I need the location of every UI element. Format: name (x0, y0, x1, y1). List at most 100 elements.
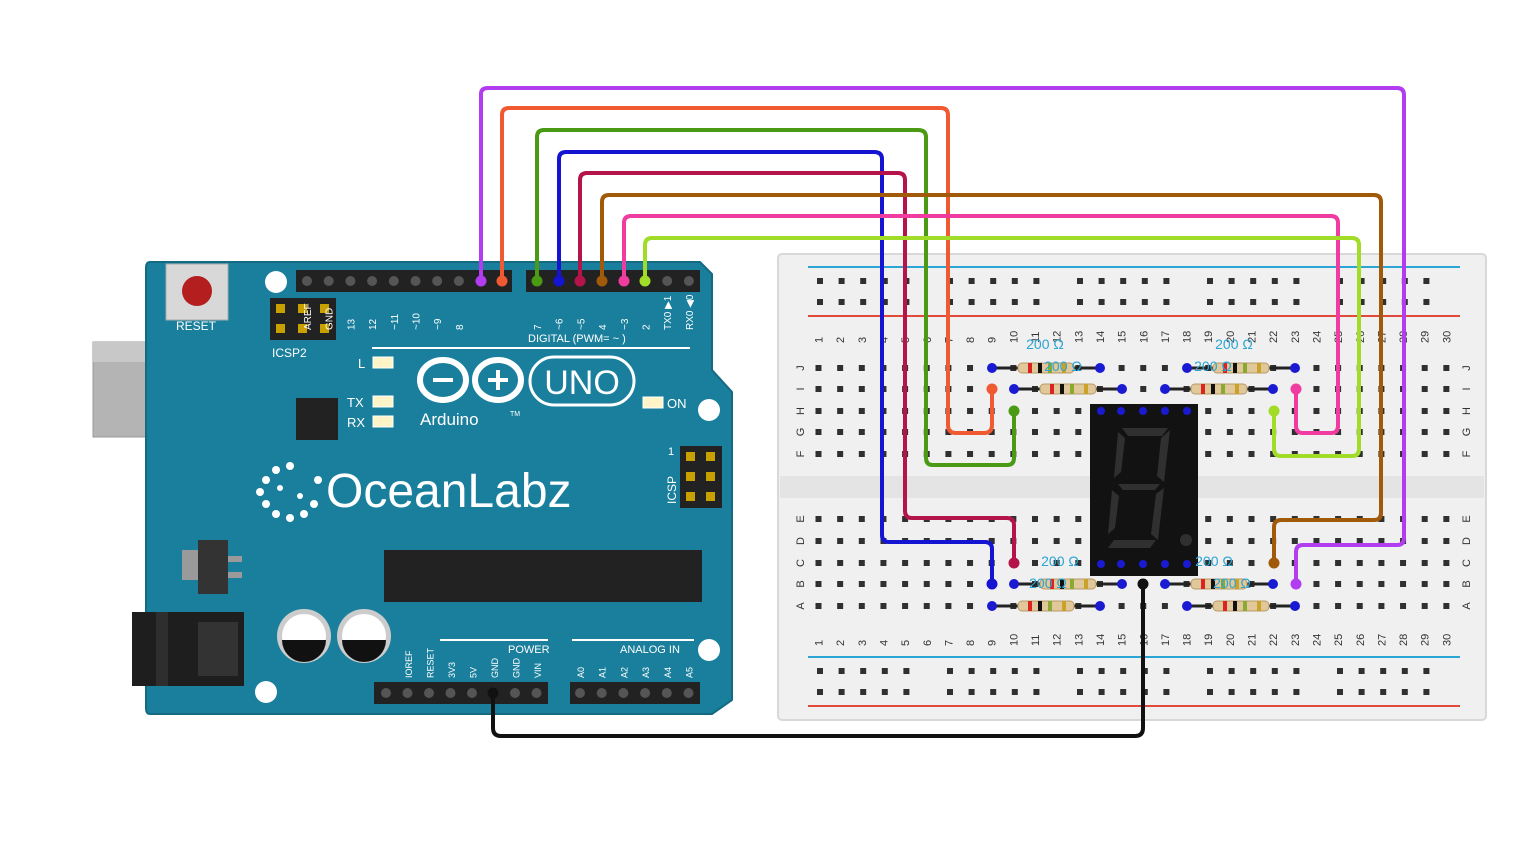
column-label: 28 (1398, 634, 1410, 646)
digital-pin[interactable] (302, 276, 312, 286)
small-chip (296, 398, 338, 440)
wire-crimson[interactable] (578, 171, 1016, 565)
column-label: 18 (1182, 331, 1194, 343)
analog-pin[interactable] (575, 688, 585, 698)
row-label: A (1461, 602, 1473, 610)
mount-hole (698, 399, 720, 421)
column-label: 10 (1008, 331, 1020, 343)
digital-pin[interactable] (410, 276, 421, 286)
power-pin[interactable] (381, 688, 391, 698)
column-label: 9 (987, 640, 999, 646)
digital-pin[interactable] (388, 276, 399, 286)
analog-pin[interactable] (618, 688, 629, 698)
seven-segment-display (1090, 404, 1198, 576)
digital-pin[interactable] (453, 276, 464, 286)
wire-endpoint (496, 275, 508, 287)
wire-endpoint (553, 275, 565, 287)
column-label: 1 (814, 640, 826, 646)
column-label: 15 (1117, 331, 1129, 343)
power-pin-label: IOREF (404, 650, 414, 678)
analog-pin-label: A1 (598, 667, 608, 678)
led-l-label: L (358, 356, 365, 371)
column-label: 14 (1095, 331, 1107, 343)
led-on-label: ON (667, 396, 687, 411)
led-tx (372, 395, 394, 408)
power-label: POWER (508, 644, 550, 656)
resistor: 200 Ω (1160, 553, 1278, 590)
column-label: 15 (1117, 634, 1129, 646)
column-label: 7 (943, 640, 955, 646)
column-label: 3 (857, 337, 869, 343)
analog-pin[interactable] (596, 688, 607, 698)
power-pin-label: GND (512, 658, 522, 679)
reset-button[interactable] (165, 263, 229, 321)
power-pin-label: GND (490, 658, 500, 679)
row-label: D (1461, 537, 1473, 545)
row-label: I (1461, 387, 1473, 390)
analog-pin-label: A2 (619, 667, 629, 678)
digital-pin[interactable] (683, 276, 694, 286)
analog-pin[interactable] (683, 688, 694, 698)
row-label: G (795, 428, 807, 437)
segment-digit (1108, 428, 1192, 548)
wire-black[interactable] (491, 582, 1145, 738)
wire-endpoint (1290, 578, 1302, 590)
column-label: 13 (1073, 331, 1085, 343)
digital-pin-label: 12 (368, 318, 379, 330)
resistor: 200 Ω (1182, 336, 1300, 374)
wire-blue[interactable] (557, 150, 994, 586)
wire-purple[interactable] (479, 86, 1406, 586)
wire-pink[interactable] (622, 214, 1340, 435)
digital-pin-label: 13 (346, 318, 357, 330)
analog-pin[interactable] (640, 688, 651, 698)
column-label: 20 (1225, 331, 1237, 343)
digital-pin[interactable] (345, 276, 356, 286)
wire-endpoint (475, 275, 487, 287)
row-label: B (795, 580, 807, 587)
power-pin[interactable] (467, 688, 477, 698)
row-label: H (1461, 407, 1473, 415)
row-label: B (1461, 580, 1473, 587)
wire-green[interactable] (535, 128, 1016, 467)
row-label: G (1461, 428, 1473, 437)
digital-pin[interactable] (662, 276, 673, 286)
reset-label: RESET (176, 319, 217, 333)
row-label: J (795, 365, 807, 371)
wire-lime[interactable] (643, 236, 1361, 458)
mount-hole (698, 639, 720, 661)
power-pin[interactable] (531, 688, 542, 698)
column-label: 29 (1420, 634, 1432, 646)
column-label: 6 (922, 640, 934, 646)
power-pin[interactable] (445, 688, 456, 698)
digital-pin-label: 7 (533, 324, 544, 330)
wire-endpoint (1008, 557, 1020, 569)
digital-pin[interactable] (367, 276, 378, 286)
digital-pin[interactable] (323, 276, 334, 286)
column-label: 13 (1073, 634, 1085, 646)
resistor-label: 200 Ω (1194, 358, 1232, 374)
column-label: 9 (987, 337, 999, 343)
wire-endpoint (1008, 405, 1020, 417)
column-label: 11 (1030, 332, 1042, 343)
analog-pin[interactable] (661, 688, 672, 698)
column-label: 26 (1355, 634, 1367, 646)
column-label: 25 (1333, 634, 1345, 646)
led-tx-label: TX (347, 395, 364, 410)
resistor-label: 200 Ω (1044, 358, 1082, 374)
digital-pin[interactable] (432, 276, 443, 286)
power-pin[interactable] (402, 688, 413, 698)
wire-endpoint (618, 275, 630, 287)
power-pin[interactable] (424, 688, 434, 698)
column-label: 16 (1138, 331, 1150, 343)
power-pin[interactable] (510, 688, 520, 698)
wire-orange[interactable] (500, 106, 994, 435)
icsp-header (680, 446, 722, 508)
row-label: C (795, 559, 807, 567)
wire-brown[interactable] (600, 193, 1383, 565)
resistor: 200 Ω (1009, 358, 1127, 395)
column-label: 18 (1182, 634, 1194, 646)
resistor-label: 200 Ω (1213, 575, 1251, 591)
column-label: 22 (1268, 634, 1280, 646)
arduino-text: Arduino (420, 410, 479, 429)
oceanlabz-logo-icon (256, 462, 322, 522)
